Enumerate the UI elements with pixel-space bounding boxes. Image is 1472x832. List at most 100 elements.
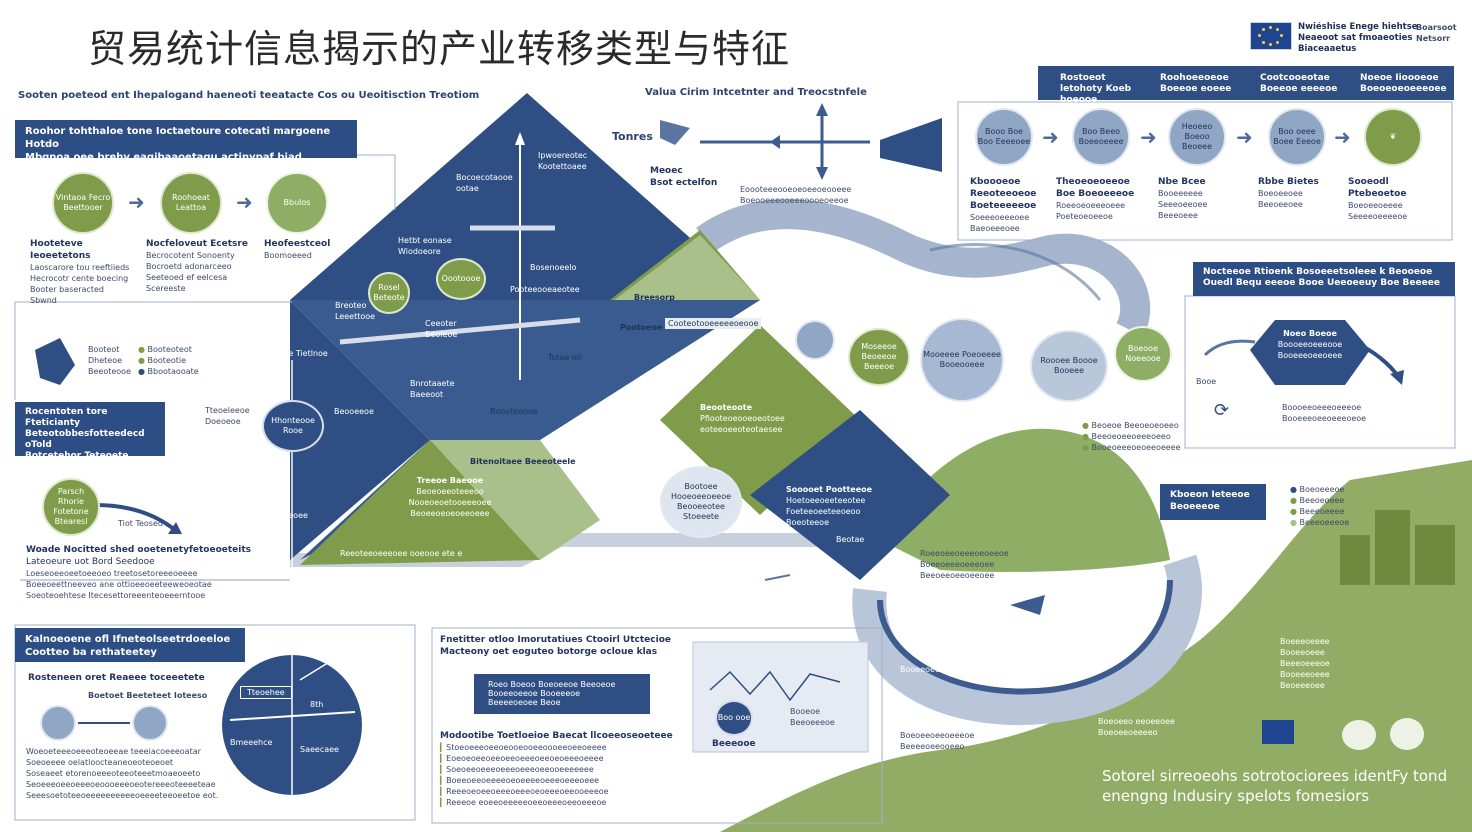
block-line: Loeseoeeoeetoeeoeo treetosetoreeeoeeee <box>26 569 198 578</box>
pale-circle-line: Stoeeete <box>683 512 719 521</box>
right-mid-legend: ● Boeoeeeoe ● Beeoeoeee ● Beeeoeeee ● Be… <box>1290 485 1350 527</box>
navy-circle-label-a: Tteoehee <box>240 686 292 699</box>
pale-circle-line: Hooeoeeoeeoe <box>670 492 732 501</box>
arrow-right-icon: ➜ <box>1140 125 1157 149</box>
left-legend: Booteot● Booteoteot Dheteoe● Booteotie B… <box>88 345 199 376</box>
pyramid-left-mid-labels: Teeohe Boeoteoe <box>200 468 238 490</box>
center-box-line: Booeeoeeoe Booeeeoe <box>488 689 581 698</box>
legend-a: Booteot <box>88 345 120 354</box>
pyramid-mid-label-1: Bosenoeelo <box>530 263 577 272</box>
hex-line: Noeo Boeoe <box>1283 329 1337 338</box>
bubble-lines: ● Beoeoe Beeoeoeoeeo ● Beeoeoeeoeeeoeeo … <box>1082 421 1181 452</box>
process-circle-1: Booo Boe Boo Eeeeoee <box>975 108 1033 166</box>
banner-line: Nocteeoe Rtioenk Bosoeeetsoleee k Beooeo… <box>1203 267 1433 277</box>
br-small-line: Boeoeeoeeeeo <box>1098 728 1158 737</box>
arrow-right-icon: ➜ <box>1042 125 1059 149</box>
list-line: Stoeoeeeoeeoeooeooeeoooeeoeeoeeee <box>446 743 607 752</box>
diamond-label: Hoetoeeoeeteeotee <box>786 496 866 505</box>
eu-text-line: Neaeoot sat fmoaeoties <box>1298 33 1413 43</box>
eu-text-line: Biaceaaetus <box>1298 44 1357 54</box>
pyramid-green-line-1: Cooteotooeeeeeoeooe <box>665 318 762 329</box>
step-head-3: Cootcooeotae Boeeoe eeeeoe <box>1260 73 1338 94</box>
right-lower-line: Booeeoeee <box>1280 648 1325 657</box>
block-head: Rosteneen oret Reaeee toceeetete <box>28 673 205 683</box>
col-line: Poeteoeoeeoe <box>1056 212 1113 221</box>
block-sub: Lateoeure uot Bord Seedooe <box>26 557 155 567</box>
buildings-illustration <box>1330 495 1470 595</box>
center-small-line: Bsot ectelfon <box>650 178 718 188</box>
col-line: Booter baseracted <box>30 285 104 294</box>
navy-circle-label-d: Saeecaee <box>300 745 339 754</box>
bubble-line: Beoeoe Beeoeoeoeeo <box>1091 421 1179 430</box>
center-box-line: Roeo Boeoo Boeoeeoe Beeoeoe <box>488 680 616 689</box>
pyramid-small-circle-2: Oootoooe <box>436 258 486 300</box>
pale-circle-line: Bootoee <box>684 482 718 491</box>
left-col-1: Hooteteve Ieoeetetons Laoscarore tou ree… <box>30 238 140 306</box>
pyramid-mid-label-4: Bonae Tietlnoe <box>268 349 328 358</box>
hex-line: Booeeeoeeoeee <box>1277 351 1343 360</box>
block-line: Seoeeeoeeoeeeoeoooeeeoeotereeeoteeeeteae <box>26 780 216 789</box>
pyramid-left-label-2: Breoteo Leeettooe <box>335 301 376 321</box>
br-small-line: Boeoeeoeeoeeeoe <box>900 731 975 740</box>
right-box-lines: Boooeeoeeeoeeeoe Booeeeoeeoeeeoeoe <box>1282 402 1366 424</box>
right-lower-line: Booeeeoeee <box>1280 670 1330 679</box>
col-line: Laoscarore tou reeftiieds <box>30 263 130 272</box>
connector-line <box>78 722 130 724</box>
right-navy-diamond-block: Sooooet Pootteeoe Hoetoeeoeeteeotee Foet… <box>786 484 926 545</box>
tr-col-1: Kboooeoe Reeoteeoeoe Boeteeeeeoe Soeeeoe… <box>970 176 1060 234</box>
center-box: Roeo Boeoo Boeoeeoe Beeoeoe Booeeoeeoe B… <box>474 674 650 714</box>
block-line: Boeeoeettneeveo ane ottioeeoeeteeweoeota… <box>26 580 212 589</box>
mid-right-line: Boeeoeeeoeeeoee <box>920 560 995 569</box>
col-head: Nocfeloveut Ecetsre <box>146 239 248 249</box>
right-banner: Nocteeoe Rtioenk Bosoeeetsoleee k Beooeo… <box>1193 262 1455 296</box>
pyramid-label: Treeoe Baeooe <box>416 476 484 485</box>
col-line: Booeeeeee <box>1158 189 1203 198</box>
pyramid-small-circle-1: Rosel Beteote <box>368 272 410 314</box>
col-line: Baeoeeeoee <box>970 224 1020 233</box>
list-head: Modootibe Toetloeioe Baecat llcoeeoseoet… <box>440 731 673 741</box>
chart-box-bottom: Beeeooe <box>712 739 756 749</box>
eu-text-line: Nwiéshise Enege hiehtse <box>1298 22 1418 32</box>
bubble-2: Mooeeee Poeoeeee Booeooeee <box>920 318 1004 402</box>
center-line: Boeooeeeooeeeoooeoeeoe <box>740 196 849 205</box>
diamond-green-block: Beooteoote Pfiooteoeooeoeotoee eoteeoeeo… <box>700 402 830 435</box>
bubble-small <box>795 320 835 360</box>
center-small-line: Meoec <box>650 166 683 176</box>
big-text-line: enengng lndusiry spelots fomesiors <box>1102 787 1370 805</box>
pyramid-left-label-1: Hetbt eonase Wiodoeore <box>398 236 452 256</box>
left-green-side: Tiot Teosed <box>118 519 163 528</box>
bubble-3: Roooee Boooe Booeee <box>1030 330 1108 402</box>
left-banner-2: Rocentoten tore Fteticianty Beteotobbesf… <box>15 402 165 494</box>
step-head-1: Rostoeot letohoty Koeb boeooe <box>1060 73 1132 105</box>
banner-line: Mbgnoa oee brehv eagibaaoetagu actinypaf… <box>25 152 302 163</box>
list-line: Soeoeeoeeeoeeeoeeeoeeooeeeeeee <box>446 765 594 774</box>
banner-line: Kalnoeoene ofl Ifneteolseetrdoeeloe <box>25 634 231 645</box>
banner-line: Cootteo ba rethateetey <box>25 647 157 658</box>
pyramid-lower-navy: Treeoe Baeooe Beoeoeeoteeeoo Nooeoeoetoo… <box>380 475 520 519</box>
list-line: Eoeoeoeeoeeoeeoeeeoeeoeoeeeoeeee <box>446 754 604 763</box>
right-lower-line: Beeeoeeeoe <box>1280 659 1330 668</box>
pyramid-green-mid: Pootoeoe <box>620 323 663 332</box>
pyramid-green-left: Breesorp <box>634 293 675 302</box>
flag-icon <box>1262 720 1294 744</box>
col-line: Boomoeeed <box>264 251 312 260</box>
pyramid-left-label-3: Ceeoter Beoleoe <box>425 319 458 339</box>
center-lines: Eoooteeeooeoeoeeoeooeee Boeooeeeooeeeooo… <box>740 184 851 206</box>
pyramid-label: Nooeoeoetooeeeoee <box>408 498 492 507</box>
legend-item: Beeeoeeee <box>1299 507 1345 516</box>
bottom-right-big-text: Sotorel sirreoeohs sotrotociorees identF… <box>1102 766 1462 806</box>
chart-box-label: Booeoe <box>790 707 821 716</box>
pyramid-label: Beoeoeeoteeeoo <box>416 487 484 496</box>
banner-line: Rocentoten tore Fteticianty <box>25 407 108 428</box>
br-small-line: Beeeeoeeooeeo <box>900 742 965 751</box>
diamond-label: Foeteeoeeteeoeoo <box>786 507 861 516</box>
list-line: Reeeoe eoeeoeeeeeoeeoeeeoeeoeeeoe <box>446 798 607 807</box>
col-head: Theoeoeoeeoe Boe Boeoeeeoe <box>1056 177 1135 199</box>
left-banner-3: Kalnoeoene ofl Ifneteolseetrdoeeloe Coot… <box>15 628 245 662</box>
diamond-label: Beotae <box>836 535 865 544</box>
bottom-right-small-2: Boeoeeoeeoeeeoe Beeeeoeeooeeo <box>900 730 974 752</box>
bottom-left-lines: Woeoeteeeoeeeoteoeeae teeeiacoeeeoatar S… <box>26 746 226 801</box>
eu-flag-icon <box>1250 22 1292 50</box>
diamond-label: Pfiooteoeooeoeotoee <box>700 414 785 423</box>
badge-icon <box>1390 718 1424 750</box>
